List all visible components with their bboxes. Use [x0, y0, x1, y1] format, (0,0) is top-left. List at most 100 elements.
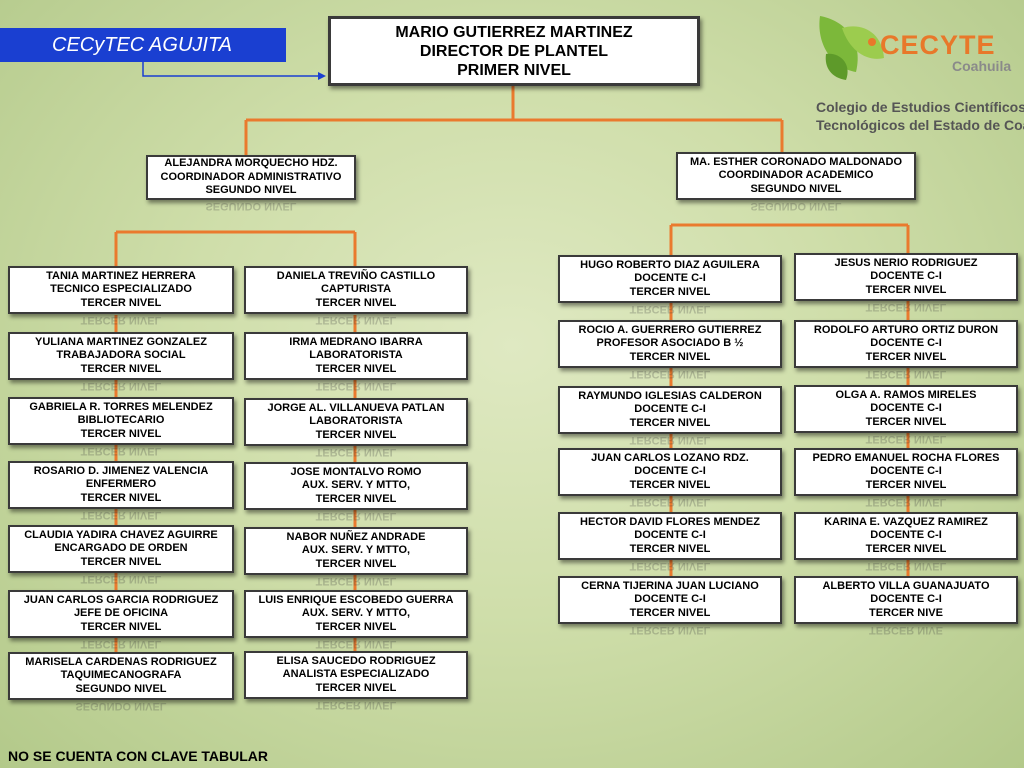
- box-reflection: TERCER NIVEL: [629, 499, 711, 507]
- box-role: DOCENTE C-I: [870, 529, 942, 542]
- box-name: JUAN CARLOS LOZANO RDZ.: [591, 451, 749, 464]
- box-role: DOCENTE C-I: [870, 402, 942, 415]
- box-name: MA. ESTHER CORONADO MALDONADO: [689, 155, 903, 168]
- box-name: HECTOR DAVID FLORES MENDEZ: [580, 515, 760, 528]
- box-reflection: TERCER NIVEL: [865, 499, 947, 507]
- box-reflection: TERCER NIVEL: [80, 641, 162, 649]
- box-level: TERCER NIVEL: [629, 416, 711, 429]
- box-level: SEGUNDO NIVEL: [75, 682, 167, 695]
- logo-caption-line-2: Tecnológicos del Estado de Coahuila: [816, 117, 1024, 133]
- box-level: TERCER NIVEL: [315, 296, 397, 309]
- box-reflection: TERCER NIVEL: [865, 563, 947, 571]
- box-name: CERNA TIJERINA JUAN LUCIANO: [581, 579, 759, 592]
- box-level: TERCER NIVEL: [629, 542, 711, 555]
- box-reflection: TERCER NIVEL: [865, 304, 947, 312]
- box-role: LABORATORISTA: [309, 349, 403, 362]
- box-name: KARINA E. VAZQUEZ RAMIREZ: [824, 515, 988, 528]
- box-reflection: TERCER NIVEL: [315, 513, 397, 521]
- box-level: TERCER NIVE: [869, 606, 943, 619]
- box-role: DOCENTE C-I: [870, 337, 942, 350]
- box-name: NABOR NUÑEZ ANDRADE: [286, 530, 426, 543]
- box-level: PRIMER NIVEL: [457, 61, 571, 79]
- box-role: DOCENTE C-I: [634, 529, 706, 542]
- box-level: TERCER NIVEL: [315, 362, 397, 375]
- box-role: LABORATORISTA: [309, 415, 403, 428]
- box-name: YULIANA MARTINEZ GONZALEZ: [35, 335, 207, 348]
- box-reflection: TERCER NIVEL: [315, 317, 397, 325]
- box-role: DOCENTE C-I: [634, 272, 706, 285]
- box-name: CLAUDIA YADIRA CHAVEZ AGUIRRE: [24, 528, 218, 541]
- box-name: MARISELA CARDENAS RODRIGUEZ: [25, 655, 217, 668]
- box-name: DANIELA TREVIÑO CASTILLO: [276, 269, 436, 282]
- box-reflection: TERCER NIVEL: [80, 576, 162, 584]
- box-reflection: TERCER NIVEL: [315, 641, 397, 649]
- box-name: JOSE MONTALVO ROMO: [290, 465, 422, 478]
- box-role: COORDINADOR ADMINISTRATIVO: [160, 170, 342, 183]
- box-level: TERCER NIVEL: [315, 681, 397, 694]
- box-level: TERCER NIVEL: [629, 285, 711, 298]
- box-level: TERCER NIVEL: [315, 492, 397, 505]
- box-reflection: SEGUNDO NIVEL: [75, 703, 167, 711]
- box-role: DOCENTE C-I: [870, 270, 942, 283]
- page-title: CECyTEC AGUJITA: [0, 28, 286, 62]
- box-role: CAPTURISTA: [320, 283, 392, 296]
- box-level: TERCER NIVEL: [865, 283, 947, 296]
- box-level: TERCER NIVEL: [629, 478, 711, 491]
- box-name: ROSARIO D. JIMENEZ VALENCIA: [33, 464, 209, 477]
- box-reflection: TERCER NIVEL: [80, 448, 162, 456]
- box-level: TERCER NIVEL: [80, 620, 162, 633]
- box-reflection: TERCER NIVEL: [865, 371, 947, 379]
- box-name: PEDRO EMANUEL ROCHA FLORES: [812, 451, 1000, 464]
- box-reflection: TERCER NIVEL: [315, 702, 397, 710]
- director-box: MARIO GUTIERREZ MARTINEZ DIRECTOR DE PLA…: [328, 16, 700, 86]
- box-reflection: TERCER NIVEL: [315, 449, 397, 457]
- box-level: SEGUNDO NIVEL: [205, 184, 297, 197]
- box-name: ROCIO A. GUERRERO GUTIERREZ: [578, 323, 762, 336]
- box-reflection: TERCER NIVEL: [629, 437, 711, 445]
- box-name: JUAN CARLOS GARCIA RODRIGUEZ: [23, 593, 219, 606]
- box-reflection: TERCER NIVEL: [80, 317, 162, 325]
- box-role: ENFERMERO: [85, 478, 157, 491]
- box-reflection: TERCER NIVEL: [629, 563, 711, 571]
- box-role: ENCARGADO DE ORDEN: [54, 542, 188, 555]
- box-name: RAYMUNDO IGLESIAS CALDERON: [578, 389, 762, 402]
- box-role: TAQUIMECANOGRAFA: [60, 669, 182, 682]
- box-role: TECNICO ESPECIALIZADO: [50, 283, 192, 296]
- box-name: JESUS NERIO RODRIGUEZ: [834, 256, 978, 269]
- box-role: JEFE DE OFICINA: [73, 607, 169, 620]
- box-role: DOCENTE C-I: [634, 403, 706, 416]
- box-role: DOCENTE C-I: [634, 593, 706, 606]
- logo-name: CECYTE: [880, 30, 996, 60]
- box-name: RODOLFO ARTURO ORTIZ DURON: [813, 323, 999, 336]
- footer-note: NO SE CUENTA CON CLAVE TABULAR: [8, 748, 269, 764]
- logo-caption: Colegio de Estudios Científicos y Tecnol…: [816, 98, 1024, 134]
- box-role: TRABAJADORA SOCIAL: [56, 349, 186, 362]
- box-level: TERCER NIVEL: [865, 478, 947, 491]
- box-level: TERCER NIVEL: [80, 491, 162, 504]
- box-reflection: TERCER NIVEL: [629, 371, 711, 379]
- box-reflection: TERCER NIVEL: [315, 383, 397, 391]
- box-reflection: TERCER NIVE: [869, 627, 943, 635]
- box-reflection: TERCER NIVEL: [629, 627, 711, 635]
- box-level: TERCER NIVEL: [865, 350, 947, 363]
- box-role: DOCENTE C-I: [870, 593, 942, 606]
- logo-caption-line-1: Colegio de Estudios Científicos y: [816, 99, 1024, 115]
- coordinator-admin-box: ALEJANDRA MORQUECHO HDZ.COORDINADOR ADMI…: [146, 155, 356, 200]
- box-level: TERCER NIVEL: [629, 350, 711, 363]
